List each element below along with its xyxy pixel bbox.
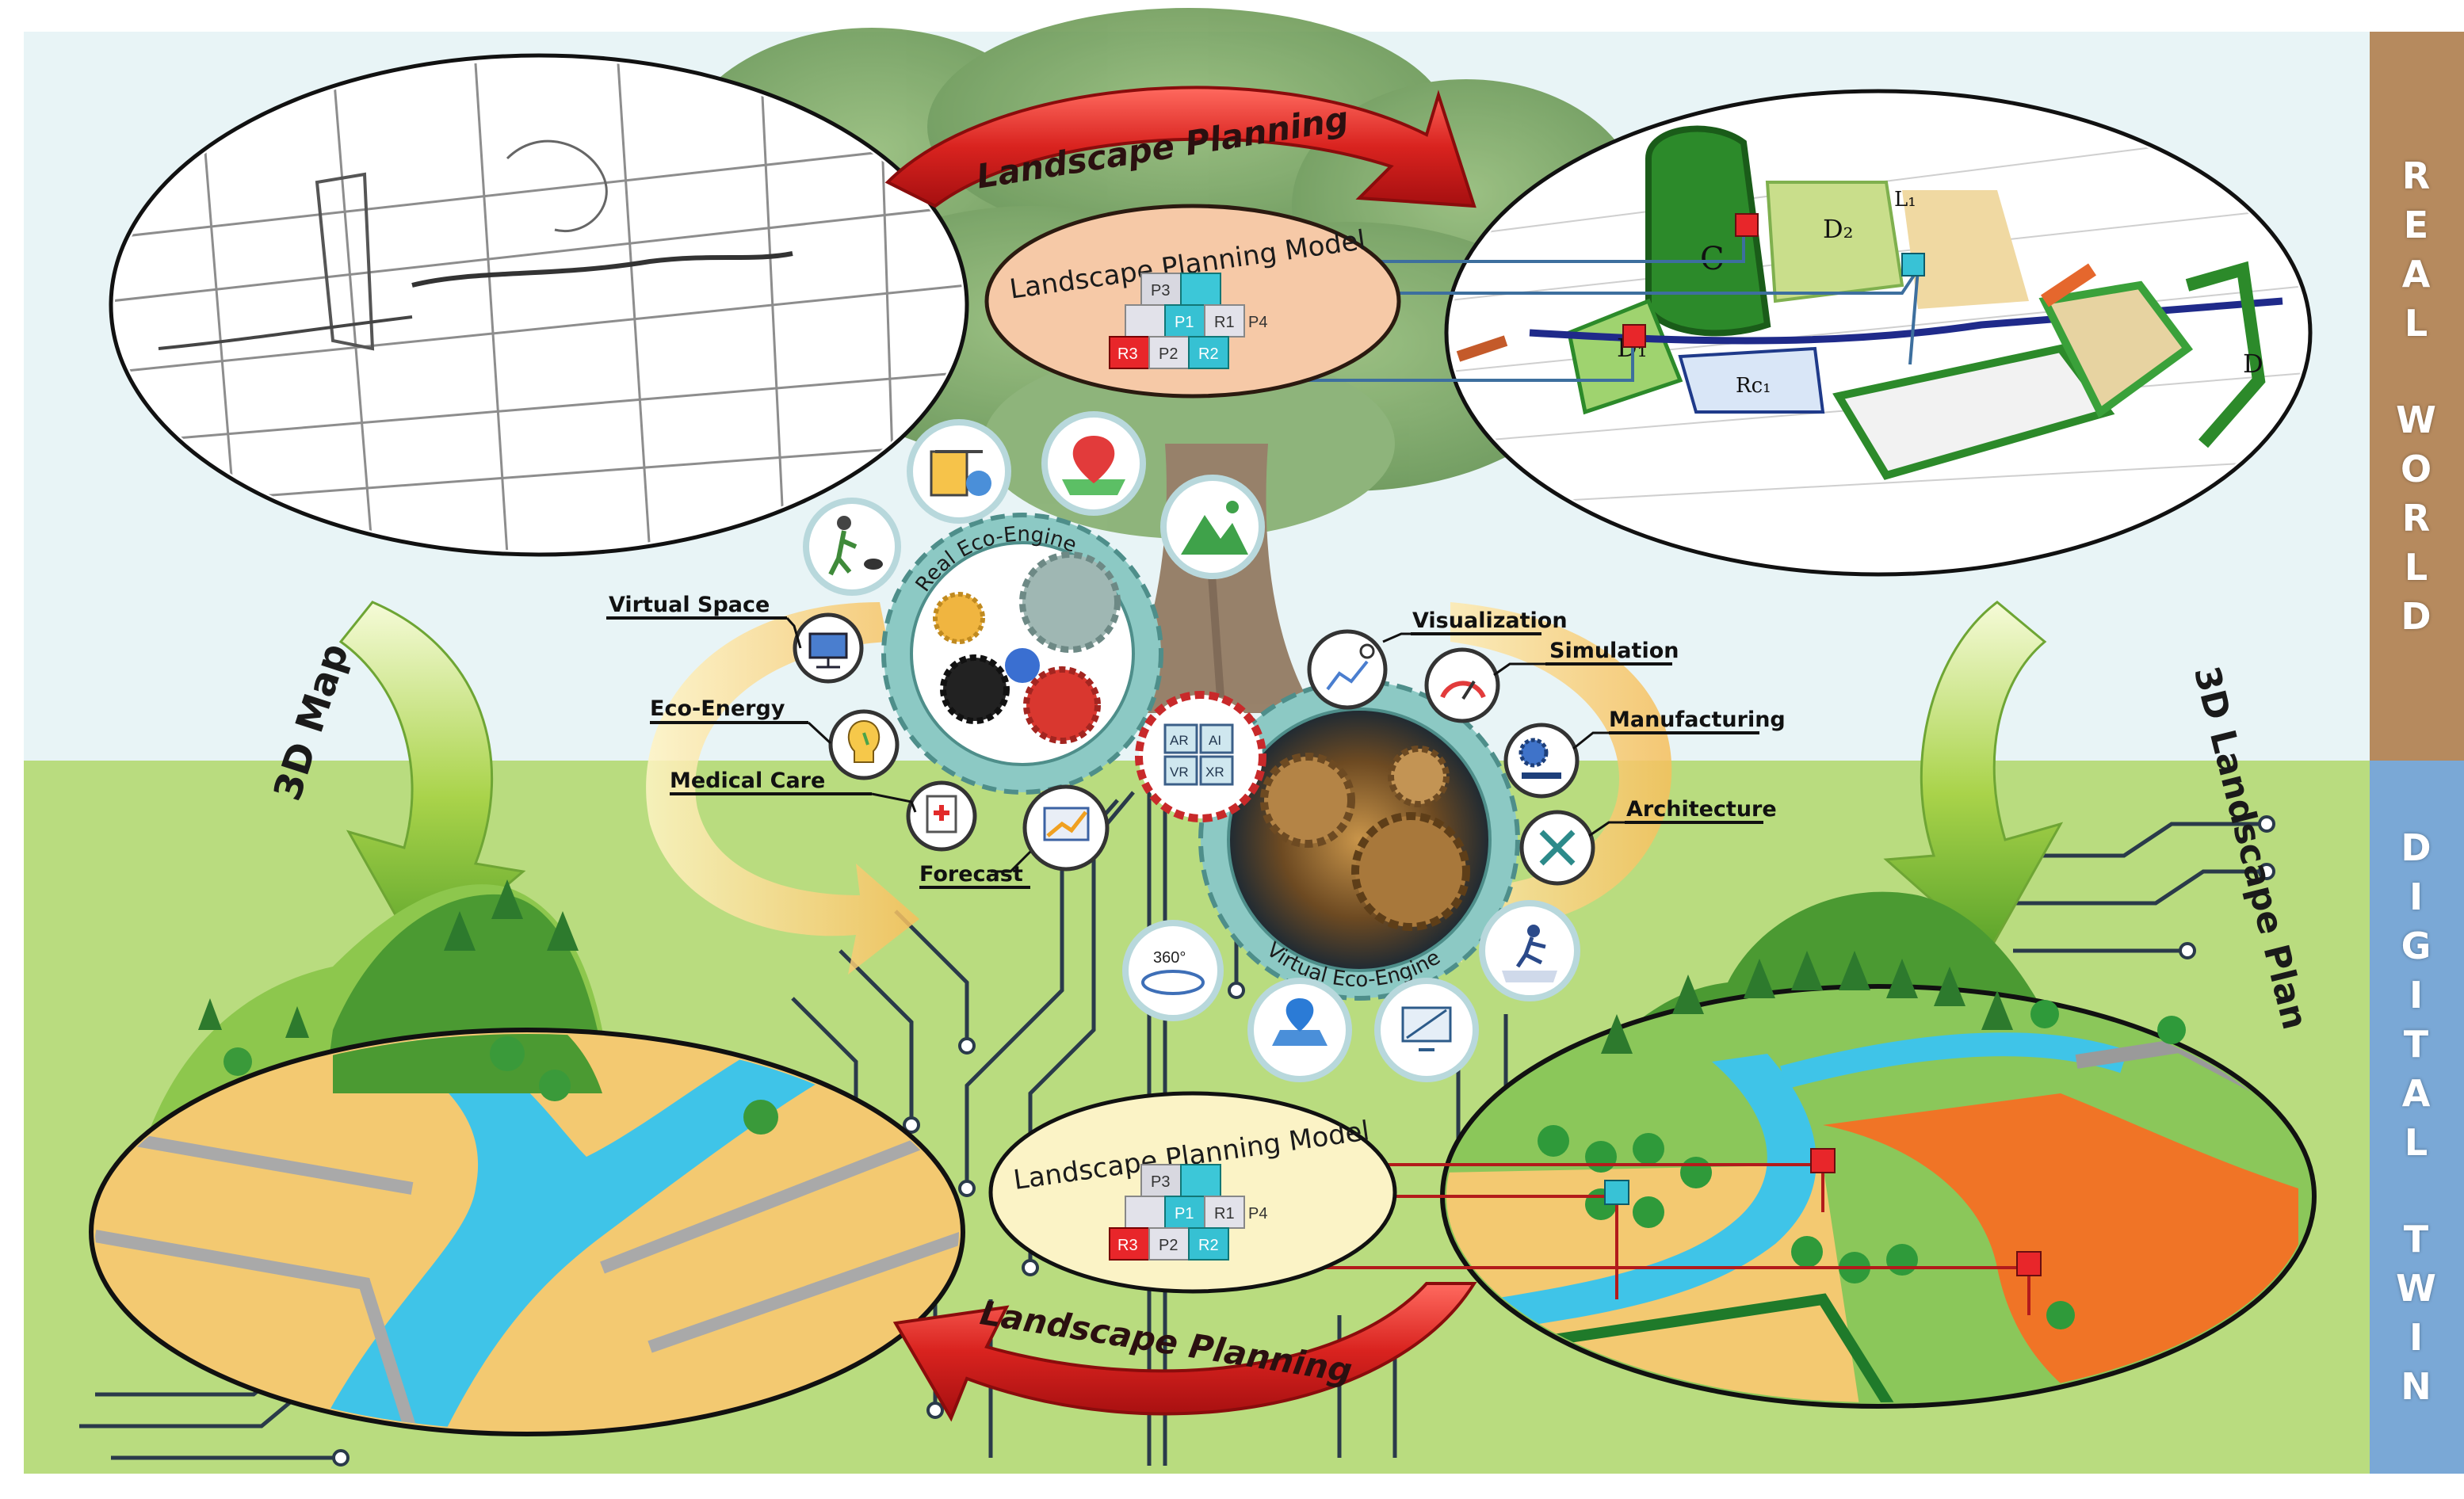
cube-label: R3: [1117, 345, 1138, 363]
virtual-space-feature: Virtual Space: [606, 593, 864, 684]
plan-cube-markers: [1622, 213, 1925, 348]
visualization-feature: Visualization: [1307, 608, 1568, 710]
cube-label: P3: [1151, 282, 1170, 299]
architecture-feature: Architecture: [1519, 797, 1777, 886]
cube-label: R2: [1198, 1237, 1219, 1254]
bottom-landscape-model: Landscape Planning Model P3 P1 R1 P4 R3 …: [988, 1091, 1397, 1294]
simulation-feature: Simulation: [1424, 639, 1679, 723]
land-use-plan-ellipse: C D₁ D₂ D Rc₁ L₁: [1444, 89, 2313, 577]
plan-zone-label: D₂: [1823, 214, 1853, 244]
digital-twin-band: [2370, 761, 2464, 1474]
3d-landscape-plan-terrain: [1440, 891, 2317, 1409]
landscape-image-icon: [1160, 475, 1265, 579]
virtual-cycle-arc: [1395, 602, 1672, 963]
eco-energy-label: Eco-Energy: [650, 696, 785, 721]
manufacturing-feature: Manufacturing: [1503, 708, 1786, 799]
3d-map-terrain: [89, 879, 965, 1436]
cube-label: R3: [1117, 1237, 1138, 1254]
architecture-label: Architecture: [1626, 797, 1777, 822]
vr-360-label: 360°: [1153, 949, 1186, 967]
cube-label: P2: [1159, 1237, 1178, 1254]
connector-label: VR: [1170, 765, 1189, 780]
real-icon-bubbles: [803, 411, 1265, 596]
cube-label: P4: [1248, 1205, 1267, 1222]
real-cycle-arc: [646, 602, 919, 975]
top-landscape-model: Landscape Planning Model P3 P1 R1 P4 R3 …: [984, 204, 1401, 399]
terrain-cube-markers: [1604, 1148, 2042, 1276]
plan-zone-label: C: [1700, 241, 1725, 277]
real-eco-engine: Real Eco-Engine: [881, 513, 1163, 795]
cube-label: P3: [1151, 1173, 1170, 1191]
technology-connector-gear: AR VR AI XR: [1135, 691, 1266, 822]
connector-label: AI: [1209, 733, 1221, 748]
virtual-eco-engine: Virtual Eco-Engine: [1198, 679, 1520, 1001]
bottom-model-cube: P3 P1 R1 P4 R3 P2 R2: [1109, 1164, 1267, 1261]
simulation-label: Simulation: [1549, 639, 1679, 663]
top-model-cube: P3 P1 R1 P4 R3 P2 R2: [1109, 273, 1267, 369]
pedestrian-icon: [803, 498, 901, 596]
runner-grid-icon: [1479, 900, 1580, 1001]
visualization-label: Visualization: [1412, 608, 1568, 633]
forecast-label: Forecast: [919, 862, 1023, 887]
cube-label: R1: [1214, 1205, 1235, 1222]
vr-360-icon: 360°: [1122, 920, 1224, 1021]
manufacturing-label: Manufacturing: [1609, 708, 1786, 732]
connector-label: AR: [1170, 733, 1189, 748]
plan-zone-label: D: [2243, 349, 2263, 379]
plan-zone-label: L₁: [1894, 188, 1916, 212]
eco-energy-feature: Eco-Energy: [650, 696, 900, 780]
cube-label: R2: [1198, 345, 1219, 363]
medical-care-feature: Medical Care: [670, 769, 977, 852]
street-map-ellipse: [109, 53, 969, 557]
connector-label: XR: [1205, 765, 1224, 780]
real-world-band: [2370, 32, 2464, 761]
virtual-space-label: Virtual Space: [609, 593, 770, 617]
cube-label: P1: [1175, 314, 1194, 331]
design-monitor-icon: [1374, 978, 1479, 1082]
map-pin-icon: [1041, 411, 1146, 516]
cube-label: P2: [1159, 345, 1178, 363]
cube-label: P1: [1175, 1205, 1194, 1222]
location-tablet-icon: [1247, 978, 1352, 1082]
forecast-feature: Forecast: [919, 784, 1110, 889]
virtual-icon-bubbles: 360°: [1122, 900, 1580, 1082]
design-tools-icon: [907, 419, 1011, 524]
medical-care-label: Medical Care: [670, 769, 825, 793]
plan-zone-label: Rc₁: [1736, 374, 1771, 398]
cube-label: P4: [1248, 314, 1267, 331]
cube-label: R1: [1214, 314, 1235, 331]
